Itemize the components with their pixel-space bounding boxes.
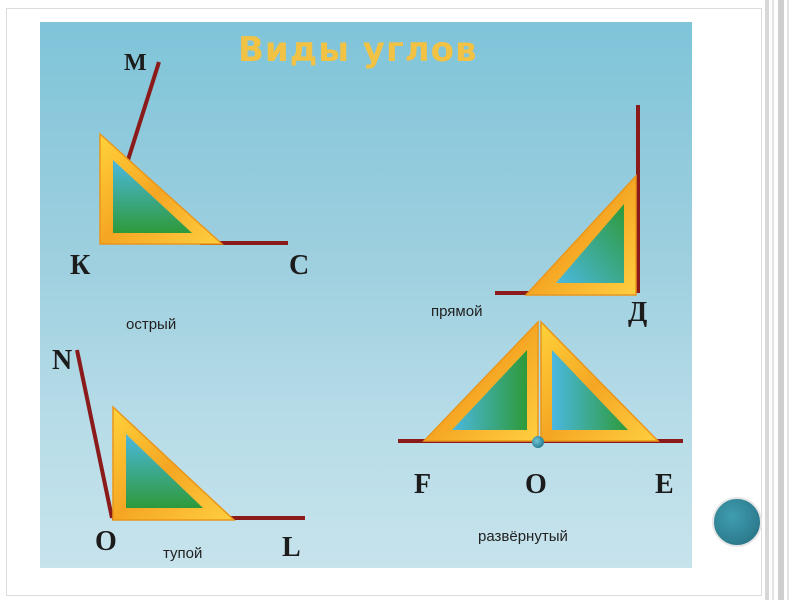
right-triangle-inner: [556, 204, 624, 283]
label-n: N: [52, 345, 73, 376]
label-o-obtuse: О: [95, 526, 117, 557]
label-m: М: [124, 50, 147, 76]
frame-stripe: [772, 0, 774, 600]
label-f: F: [414, 469, 432, 500]
frame-stripe: [765, 0, 769, 600]
acute-triangle-inner: [113, 160, 192, 233]
straight-triangle-right-inner: [552, 350, 628, 430]
straight-triangle-left-inner: [452, 350, 527, 430]
label-k: К: [70, 250, 91, 281]
obtuse-triangle-inner: [126, 434, 203, 508]
caption-straight: развёрнутый: [478, 528, 568, 545]
circle-nav-icon[interactable]: [712, 497, 762, 547]
label-d: Д: [628, 297, 648, 328]
slide-title: Виды углов: [238, 30, 478, 70]
caption-acute: острый: [126, 316, 177, 333]
caption-right: прямой: [431, 303, 483, 320]
straight-angle: [398, 320, 683, 448]
frame-stripe: [778, 0, 784, 600]
slide-frame: [6, 8, 762, 596]
obtuse-angle: [75, 349, 305, 521]
obtuse-ray-on: [75, 349, 114, 519]
label-l: L: [282, 532, 301, 563]
acute-ray-km: [126, 61, 161, 161]
vertex-point-o: [532, 436, 544, 448]
right-angle: [495, 105, 640, 296]
caption-obtuse: тупой: [163, 545, 203, 562]
label-e: E: [655, 469, 674, 500]
label-o-straight: O: [525, 469, 547, 500]
frame-stripe: [787, 0, 789, 600]
acute-angle: [99, 61, 288, 245]
label-c: С: [289, 250, 310, 281]
